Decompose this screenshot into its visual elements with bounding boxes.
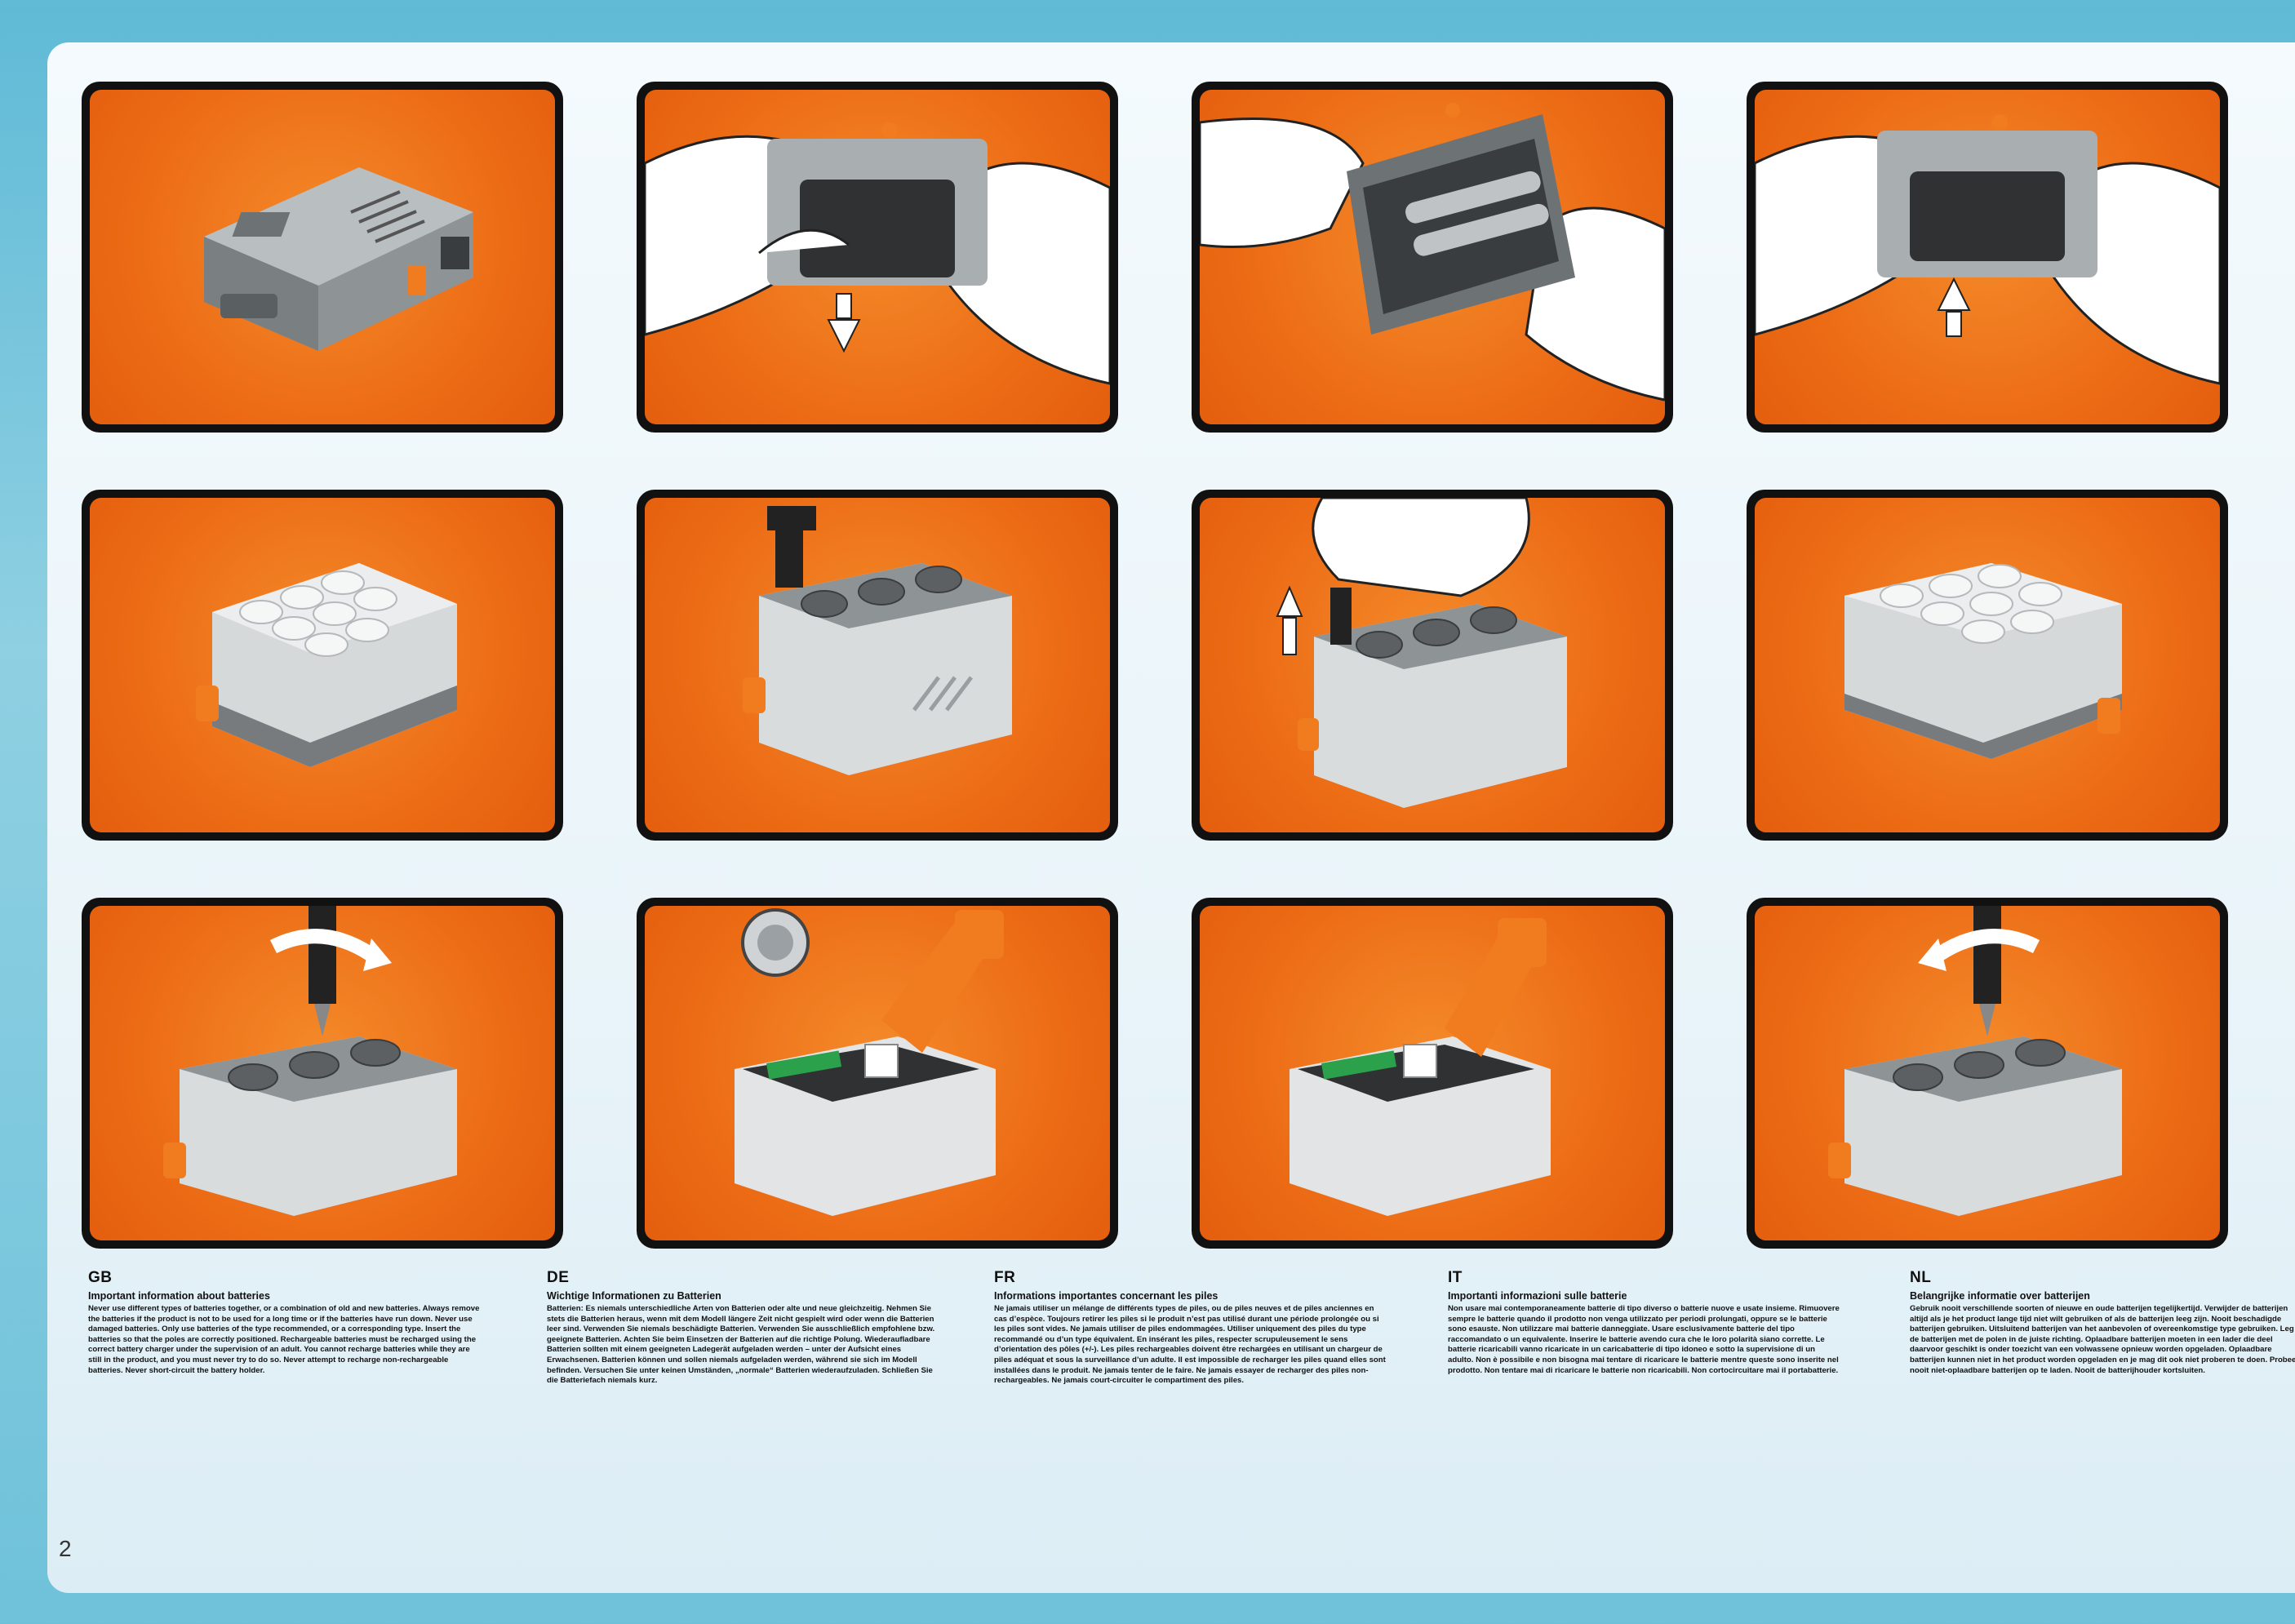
section-heading: Informations importantes concernant les … xyxy=(994,1290,1219,1302)
battery-brick-icon xyxy=(196,563,457,767)
screw-tighten-icon xyxy=(1828,906,2122,1216)
text-column-fr: FR Informations importantes concernant l… xyxy=(994,1269,1386,1387)
text-column-gb: GB Important information about batteries… xyxy=(88,1269,480,1376)
text-column-de: DE Wichtige Informationen zu Batterien B… xyxy=(547,1269,939,1387)
section-heading: Wichtige Informationen zu Batterien xyxy=(547,1290,721,1302)
open-cover-icon xyxy=(645,122,1110,385)
unscrew-icon xyxy=(163,906,457,1216)
section-body: Never use different types of batteries t… xyxy=(88,1304,480,1375)
lift-lid-icon xyxy=(1276,498,1567,808)
section-body: Batterien: Es niemals unterschiedliche A… xyxy=(547,1304,935,1386)
close-clamp-icon xyxy=(1290,918,1551,1216)
step-panel-6 xyxy=(637,490,1118,841)
step-panel-11 xyxy=(1192,898,1673,1249)
step-panel-12 xyxy=(1747,898,2228,1249)
section-heading: Belangrijke informatie over batterijen xyxy=(1910,1290,2090,1302)
battery-box-icon xyxy=(204,167,473,351)
section-body: Non usare mai contemporaneamente batteri… xyxy=(1448,1304,1840,1375)
section-heading: Importanti informazioni sulle batterie xyxy=(1448,1290,1627,1302)
language-label: DE xyxy=(547,1269,570,1286)
language-label: FR xyxy=(994,1269,1016,1286)
language-label: NL xyxy=(1910,1269,1932,1286)
language-label: GB xyxy=(88,1269,113,1286)
open-brick-lid-icon xyxy=(743,506,1012,775)
step-panel-10 xyxy=(637,898,1118,1249)
step-panel-9 xyxy=(82,898,563,1249)
step-panel-4 xyxy=(1747,82,2228,433)
step-panel-7 xyxy=(1192,490,1673,841)
section-heading: Important information about batteries xyxy=(88,1290,270,1302)
insert-batteries-icon xyxy=(1200,103,1665,402)
battery-brick-closed-icon xyxy=(1844,563,2122,759)
text-column-nl: NL Belangrijke informatie over batterije… xyxy=(1910,1269,2295,1376)
step-panel-2 xyxy=(637,82,1118,433)
step-panel-8 xyxy=(1747,490,2228,841)
language-label: IT xyxy=(1448,1269,1463,1286)
text-column-it: IT Importanti informazioni sulle batteri… xyxy=(1448,1269,1840,1376)
section-body: Ne jamais utiliser un mélange de différe… xyxy=(994,1304,1386,1386)
page-number: 2 xyxy=(59,1536,72,1561)
step-panel-1 xyxy=(82,82,563,433)
close-cover-icon xyxy=(1755,114,2220,385)
section-body: Gebruik nooit verschillende soorten of n… xyxy=(1910,1304,2295,1375)
insert-coin-cell-icon xyxy=(735,908,1004,1216)
step-panel-3 xyxy=(1192,82,1673,433)
step-panel-5 xyxy=(82,490,563,841)
